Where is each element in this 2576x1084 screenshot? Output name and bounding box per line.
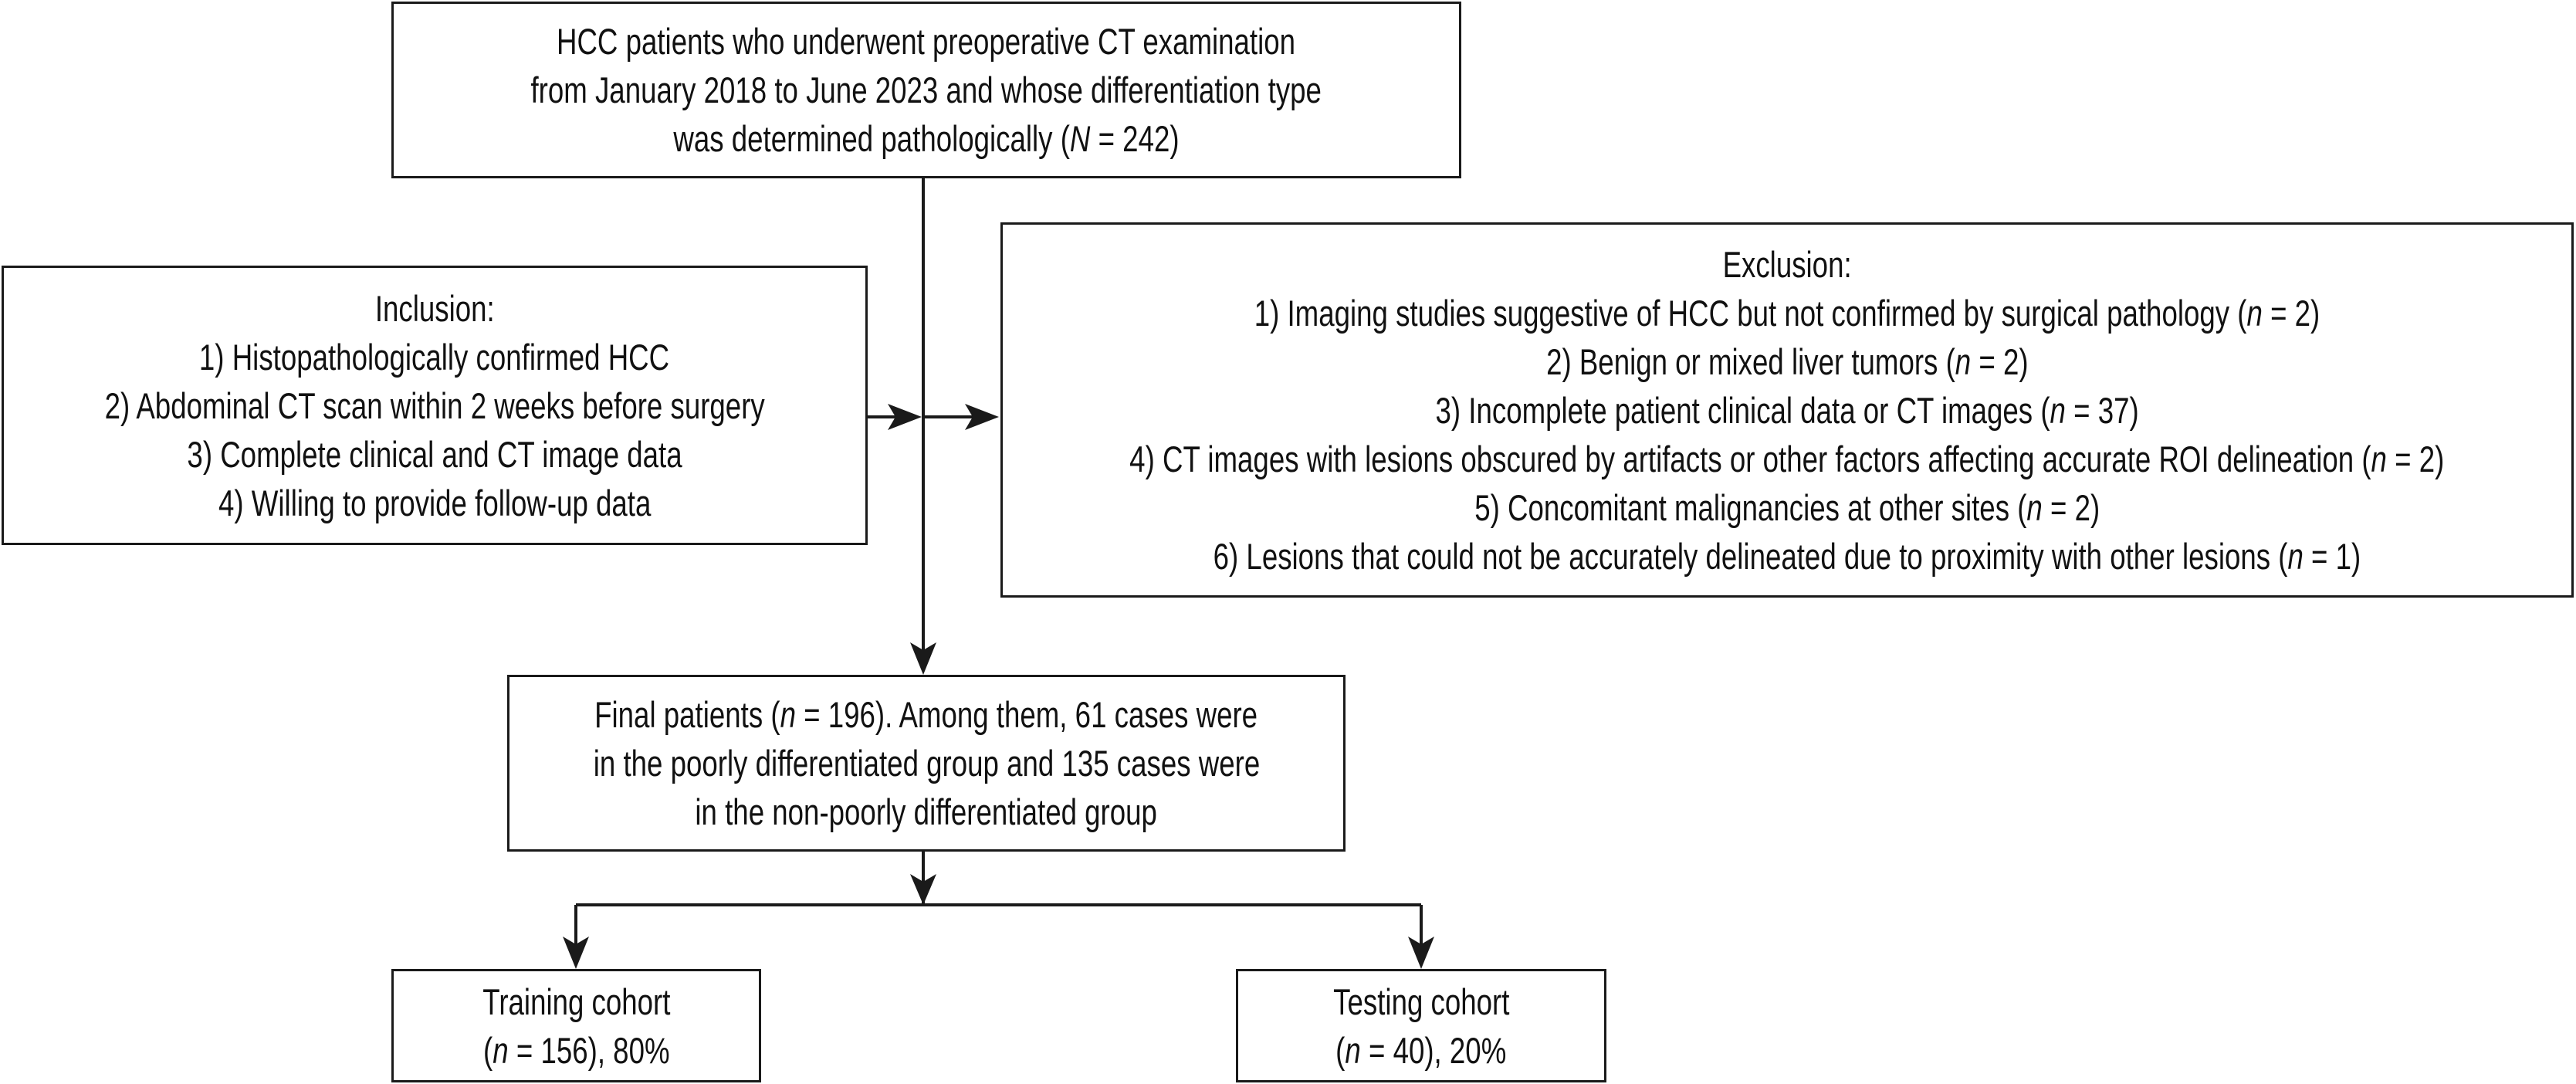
- exclusion-criterion: 5) Concomitant malignancies at other sit…: [1474, 486, 2100, 528]
- final-patients-line: in the non-poorly differentiated group: [695, 791, 1158, 832]
- final-patients-box: Final patients (n = 196). Among them, 61…: [507, 675, 1346, 852]
- inclusion-criterion: 2) Abdominal CT scan within 2 weeks befo…: [104, 384, 765, 426]
- testing-cohort-box: Testing cohort (n = 40), 20%: [1236, 969, 1606, 1082]
- training-cohort-box: Training cohort (n = 156), 80%: [391, 969, 761, 1082]
- inclusion-criterion: 3) Complete clinical and CT image data: [187, 433, 682, 475]
- training-cohort-count: (n = 156), 80%: [482, 1029, 670, 1071]
- testing-cohort-title: Testing cohort: [1332, 981, 1510, 1022]
- arrowhead-exclusion: [965, 404, 999, 430]
- exclusion-criterion: 4) CT images with lesions obscured by ar…: [1129, 438, 2445, 479]
- arrowhead-final: [910, 642, 936, 675]
- arrowhead-split-up: [910, 874, 936, 905]
- exclusion-criterion: 6) Lesions that could not be accurately …: [1213, 535, 2361, 577]
- final-patients-line: Final patients (n = 196). Among them, 61…: [594, 694, 1258, 735]
- inclusion-box: Inclusion: 1) Histopathologically confir…: [2, 266, 868, 545]
- top-box-line: HCC patients who underwent preoperative …: [557, 21, 1296, 62]
- inclusion-criterion: 4) Willing to provide follow-up data: [218, 482, 652, 523]
- testing-cohort-count: (n = 40), 20%: [1335, 1029, 1507, 1071]
- arrowhead-inclusion: [888, 404, 922, 430]
- exclusion-criterion: 2) Benign or mixed liver tumors (n = 2): [1545, 340, 2029, 382]
- exclusion-box: Exclusion: 1) Imaging studies suggestive…: [1000, 222, 2574, 598]
- top-box-line: was determined pathologically (N = 242): [673, 118, 1180, 159]
- inclusion-heading: Inclusion:: [374, 287, 495, 329]
- top-box: HCC patients who underwent preoperative …: [391, 2, 1461, 178]
- training-cohort-title: Training cohort: [482, 981, 671, 1022]
- arrowhead-testing: [1408, 937, 1434, 969]
- top-box-line: from January 2018 to June 2023 and whose…: [530, 69, 1322, 110]
- exclusion-criterion: 3) Incomplete patient clinical data or C…: [1435, 389, 2139, 431]
- exclusion-heading: Exclusion:: [1722, 243, 1852, 285]
- exclusion-criterion: 1) Imaging studies suggestive of HCC but…: [1254, 292, 2320, 334]
- final-patients-line: in the poorly differentiated group and 1…: [593, 743, 1260, 784]
- arrowhead-training: [563, 937, 589, 969]
- inclusion-criterion: 1) Histopathologically confirmed HCC: [199, 336, 670, 378]
